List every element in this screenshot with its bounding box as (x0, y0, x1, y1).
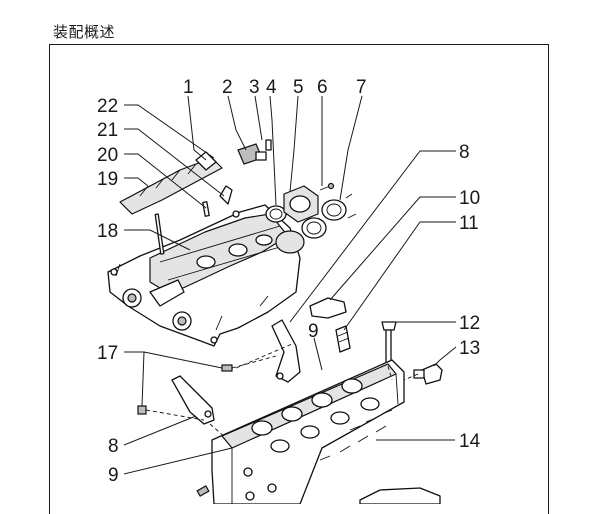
callout-8-lower: 8 (108, 436, 119, 457)
callout-10: 10 (459, 188, 480, 209)
callout-17: 17 (97, 343, 118, 364)
callout-11: 11 (459, 213, 479, 234)
part-10-rocker (309, 297, 347, 319)
callout-8: 8 (459, 142, 470, 163)
part-3-bolt (265, 139, 272, 151)
callout-18: 18 (97, 221, 118, 242)
diagram-frame (49, 44, 549, 514)
part-19-cover-strip (119, 157, 223, 215)
part-13-plug (413, 363, 443, 385)
camshaft-housing (107, 204, 301, 347)
callout-2: 2 (222, 77, 233, 98)
part-5-cap (283, 185, 319, 223)
part-8-bracket-upper (271, 319, 301, 383)
callout-9-lower: 9 (108, 465, 119, 486)
callout-20: 20 (97, 145, 118, 166)
callout-4: 4 (266, 77, 277, 98)
page-title: 装配概述 (53, 23, 116, 41)
callout-6: 6 (317, 77, 328, 98)
callout-13: 13 (459, 338, 480, 359)
part-2-sensor (237, 143, 267, 165)
part-14-cylinder-head (211, 359, 405, 504)
callouts: 1 2 3 4 5 6 7 8 9 10 11 12 13 14 17 18 1… (97, 77, 481, 486)
callout-7: 7 (356, 77, 367, 98)
part-11-injector (335, 325, 351, 353)
callout-3: 3 (249, 77, 260, 98)
callout-9: 9 (308, 321, 319, 342)
alignment-lines (145, 343, 419, 439)
callout-19: 19 (97, 169, 118, 190)
part-7-seal-ring (275, 193, 357, 254)
leader-lines (123, 95, 457, 475)
part-12-long-bolt (381, 321, 397, 365)
bolt-lower-left (196, 485, 210, 497)
callout-12: 12 (459, 313, 480, 334)
callout-22: 22 (97, 96, 118, 117)
part-8-bracket-lower (171, 375, 215, 425)
part-4-oring (265, 205, 287, 223)
callout-21: 21 (97, 120, 118, 141)
callout-14: 14 (459, 431, 481, 452)
callout-5: 5 (293, 77, 304, 98)
callout-1: 1 (183, 77, 194, 98)
part-20-22-fittings (154, 151, 233, 255)
gasket-lower-right (359, 487, 441, 504)
